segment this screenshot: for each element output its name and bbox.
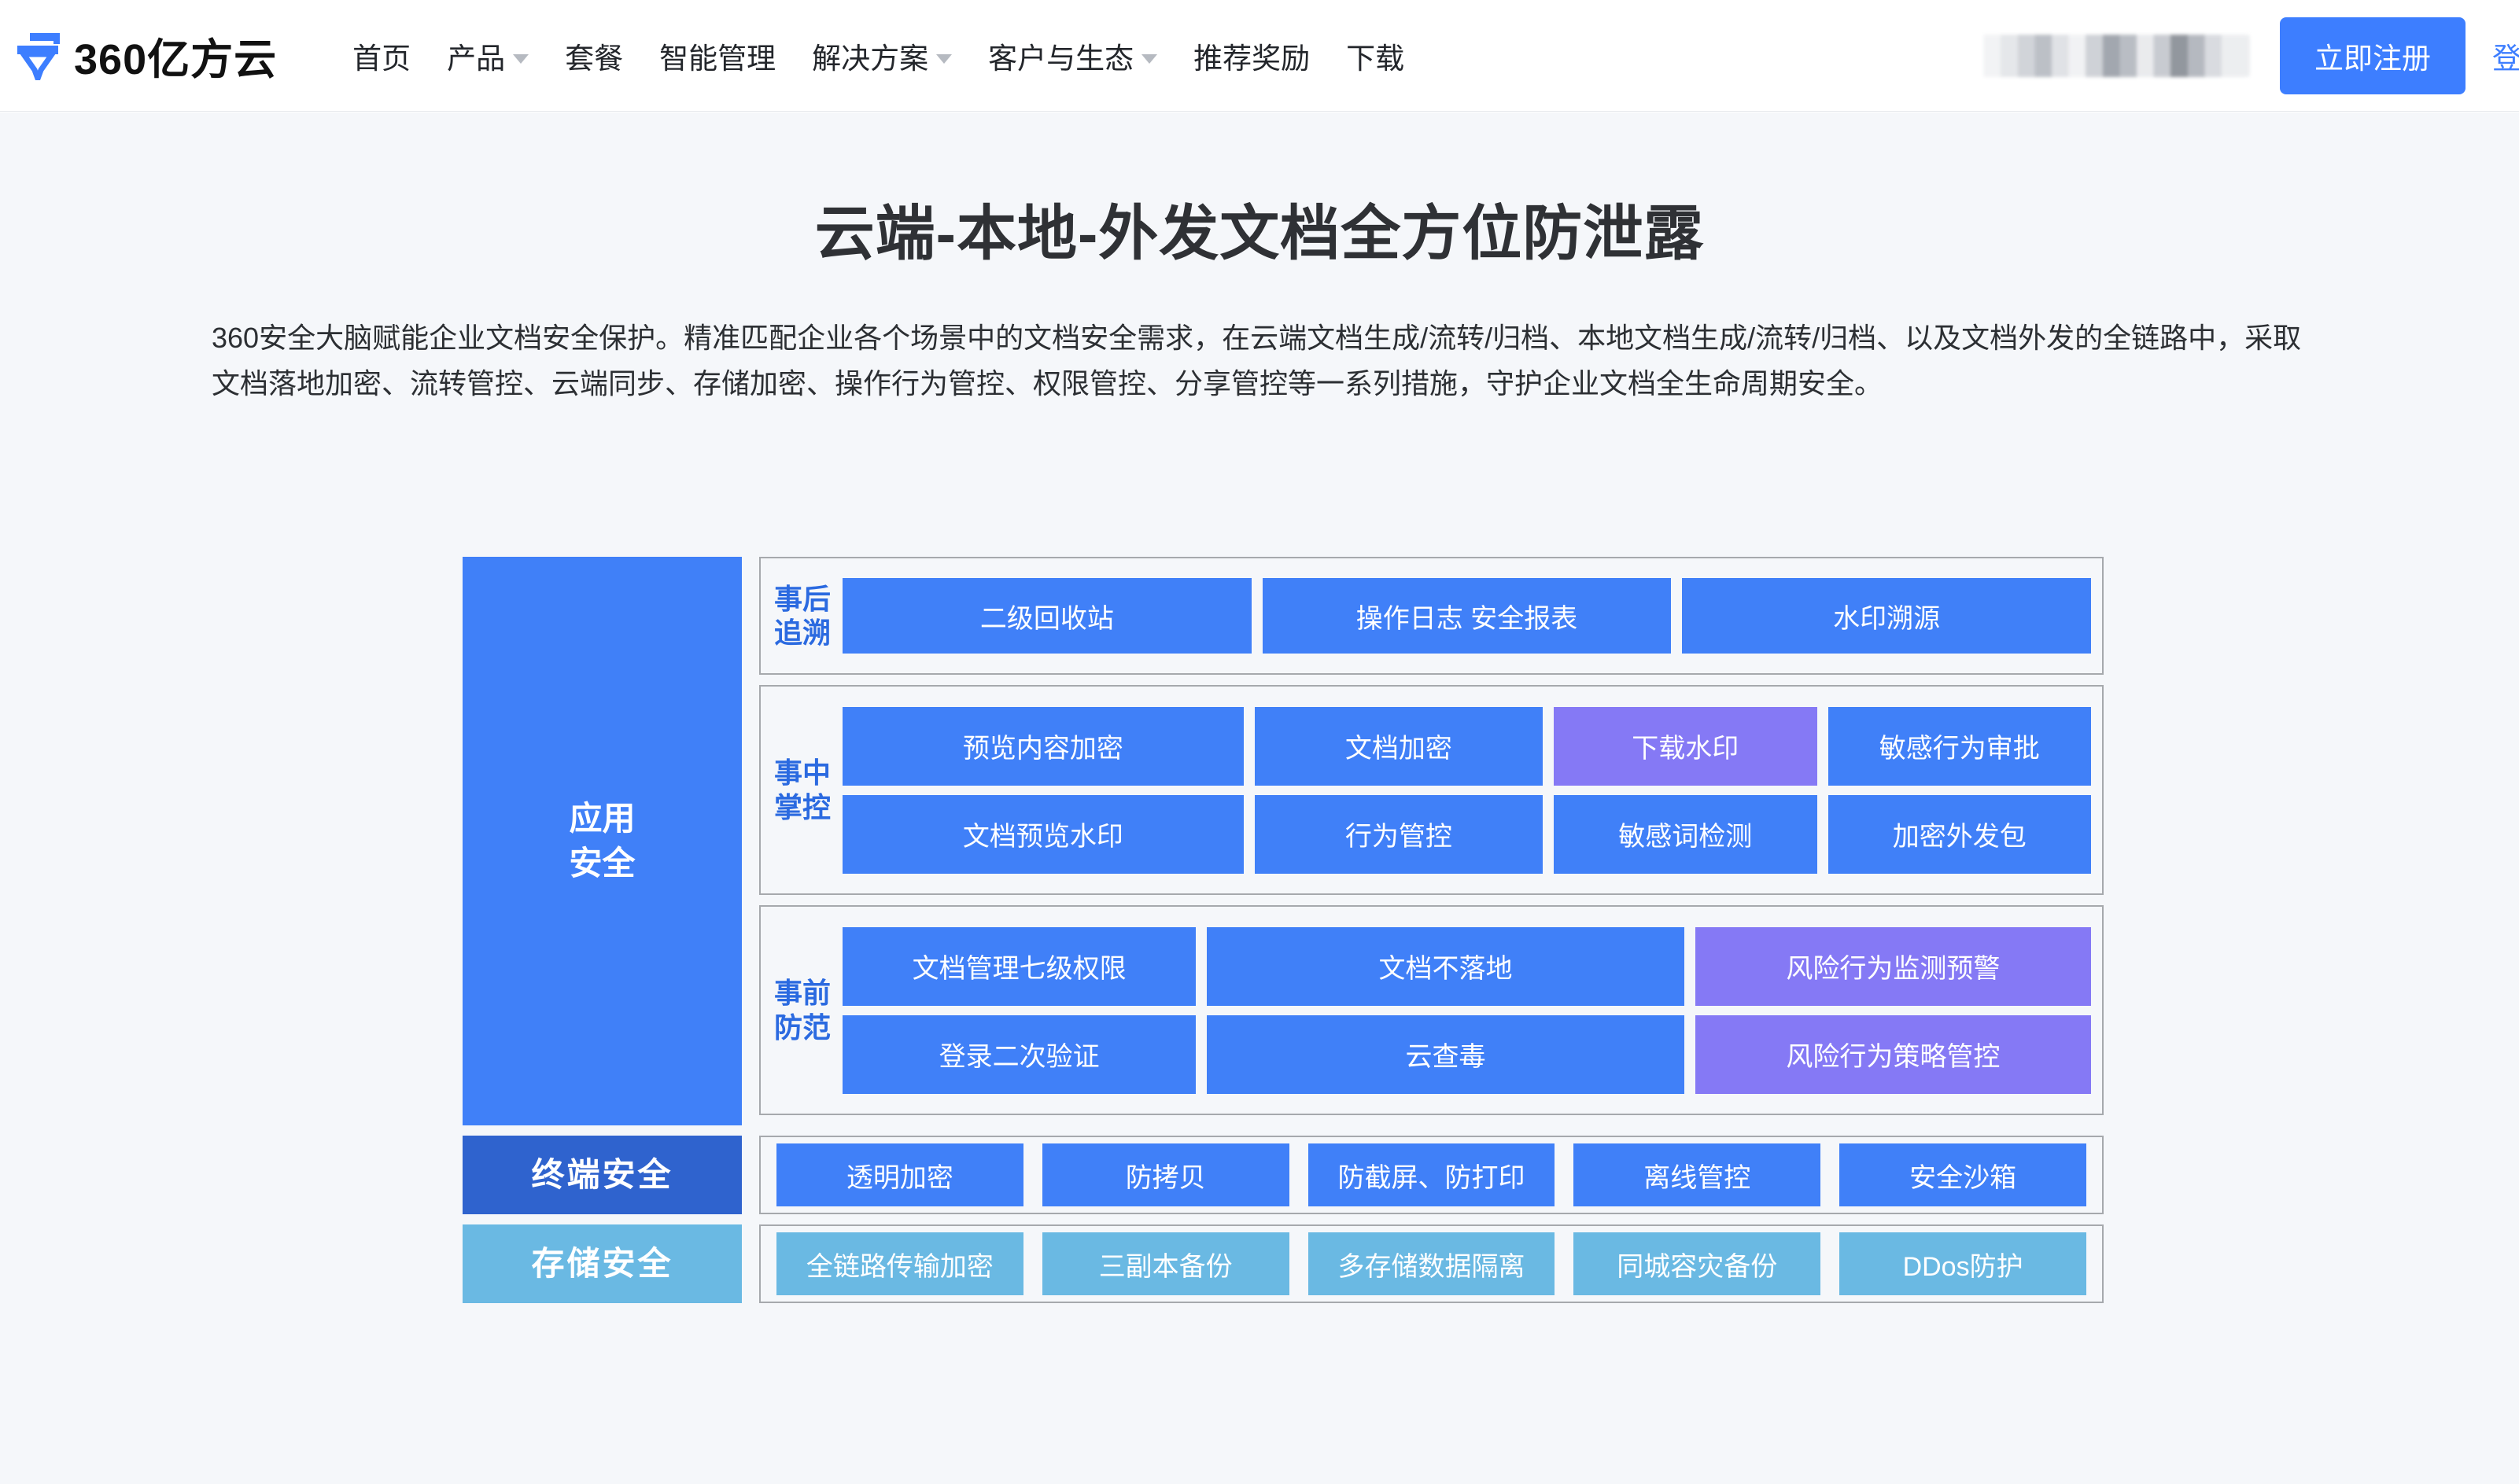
capability-tile[interactable]: 风险行为监测预警: [1695, 926, 2091, 1006]
capability-tile[interactable]: 安全沙箱: [1839, 1143, 2086, 1206]
chevron-down-icon: [1141, 53, 1158, 64]
page-title: 云端-本地-外发文档全方位防泄露: [814, 201, 1705, 267]
stage-panel-pre-incident-prevention: 事前 防范 文档管理七级权限 文档不落地 风险行为监测预警 登录二次验证 云查毒…: [759, 905, 2104, 1115]
signup-button[interactable]: 立即注册: [2280, 17, 2466, 94]
capability-tile[interactable]: 二级回收站: [843, 578, 1252, 654]
nav-item-label: 解决方案: [812, 42, 929, 75]
nav-item-label: 产品: [447, 42, 506, 75]
brand-wordmark: 360亿方云: [74, 36, 278, 83]
capability-tile[interactable]: 登录二次验证: [843, 1014, 1197, 1094]
stage-tile-row: 登录二次验证 云查毒 风险行为策略管控: [843, 1014, 2091, 1094]
stage-tile-grid: 预览内容加密 文档加密 下载水印 敏感行为审批 文档预览水印 行为管控 敏感词检…: [843, 706, 2091, 874]
stage-label-post-incident: 事后 追溯: [773, 582, 831, 649]
capability-tile[interactable]: 透明加密: [776, 1143, 1023, 1206]
endpoint-security-tiles-wrapper: 透明加密 防拷贝 防截屏、防打印 离线管控 安全沙箱: [759, 1136, 2104, 1214]
chevron-down-icon: [936, 53, 953, 64]
capability-tile[interactable]: 风险行为策略管控: [1695, 1014, 2091, 1094]
capability-tile[interactable]: 敏感词检测: [1554, 794, 1817, 874]
page-content: 云端-本地-外发文档全方位防泄露 360安全大脑赋能企业文档安全保护。精准匹配企…: [0, 112, 2519, 1484]
capability-tile[interactable]: 文档管理七级权限: [843, 926, 1197, 1006]
capability-tile[interactable]: 防拷贝: [1042, 1143, 1289, 1206]
capability-tile[interactable]: 文档不落地: [1207, 926, 1684, 1006]
category-storage-security: 存储安全: [463, 1224, 742, 1303]
nav-item-label: 客户与生态: [988, 42, 1134, 75]
diagram-row-application-security: 应用 安全 事后 追溯 二级回收站 操作日志 安全报表 水印溯源: [463, 557, 2104, 1125]
nav-right-actions: 立即注册 登录: [1967, 0, 2519, 112]
storage-security-tiles-wrapper: 全链路传输加密 三副本备份 多存储数据隔离 同城容灾备份 DDos防护: [759, 1224, 2104, 1303]
capability-tile[interactable]: DDos防护: [1839, 1232, 2086, 1295]
capability-tile[interactable]: 行为管控: [1254, 794, 1543, 874]
category-label: 应用 安全: [569, 799, 636, 882]
top-navigation-bar: 360亿方云 首页 产品 套餐 智能管理 解决方案 客户与生态 推荐奖励 下载: [0, 0, 2519, 112]
storage-security-panel: 全链路传输加密 三副本备份 多存储数据隔离 同城容灾备份 DDos防护: [759, 1224, 2104, 1303]
nav-item-products[interactable]: 产品: [447, 35, 529, 77]
stage-panel-post-incident: 事后 追溯 二级回收站 操作日志 安全报表 水印溯源: [759, 557, 2104, 675]
diagram-row-storage-security: 存储安全 全链路传输加密 三副本备份 多存储数据隔离 同城容灾备份 DDos防护: [463, 1224, 2104, 1303]
stage-panel-in-progress-control: 事中 掌控 预览内容加密 文档加密 下载水印 敏感行为审批 文档预览水印 行为管…: [759, 685, 2104, 895]
nav-item-label: 下载: [1346, 42, 1405, 75]
chevron-down-icon: [513, 53, 529, 64]
capability-tile[interactable]: 操作日志 安全报表: [1262, 578, 1672, 654]
stage-tile-grid: 文档管理七级权限 文档不落地 风险行为监测预警 登录二次验证 云查毒 风险行为策…: [843, 926, 2091, 1094]
capability-tile[interactable]: 同城容灾备份: [1573, 1232, 1821, 1295]
brand-logo[interactable]: 360亿方云: [14, 24, 277, 87]
nav-item-smart-management[interactable]: 智能管理: [659, 35, 776, 77]
stage-tile-grid: 二级回收站 操作日志 安全报表 水印溯源: [843, 578, 2092, 654]
capability-tile[interactable]: 水印溯源: [1682, 578, 2092, 654]
capability-tile[interactable]: 防截屏、防打印: [1307, 1143, 1555, 1206]
login-link[interactable]: 登录: [2492, 42, 2519, 75]
nav-menu: 首页 产品 套餐 智能管理 解决方案 客户与生态 推荐奖励 下载: [352, 35, 1404, 77]
nav-item-label: 首页: [352, 42, 411, 75]
nav-item-packages[interactable]: 套餐: [565, 35, 623, 77]
stage-label-in-progress-control: 事中 掌控: [773, 757, 831, 823]
capability-tile[interactable]: 加密外发包: [1827, 794, 2091, 874]
nav-item-home[interactable]: 首页: [352, 35, 411, 77]
capability-tile[interactable]: 云查毒: [1207, 1014, 1684, 1094]
capability-tile[interactable]: 文档加密: [1254, 706, 1543, 786]
nav-item-label: 推荐奖励: [1193, 42, 1311, 75]
security-capability-diagram: 应用 安全 事后 追溯 二级回收站 操作日志 安全报表 水印溯源: [463, 557, 2104, 1313]
nav-item-solutions[interactable]: 解决方案: [812, 35, 953, 77]
endpoint-security-panel: 透明加密 防拷贝 防截屏、防打印 离线管控 安全沙箱: [759, 1136, 2104, 1214]
storage-tile-row: 全链路传输加密 三副本备份 多存储数据隔离 同城容灾备份 DDos防护: [776, 1232, 2086, 1295]
capability-tile[interactable]: 敏感行为审批: [1827, 706, 2091, 786]
category-application-security: 应用 安全: [463, 557, 742, 1125]
yifangyun-logo-icon: [14, 31, 61, 87]
nav-item-label: 智能管理: [659, 42, 776, 75]
capability-tile[interactable]: 多存储数据隔离: [1307, 1232, 1555, 1295]
capability-tile[interactable]: 全链路传输加密: [776, 1232, 1023, 1295]
capability-tile[interactable]: 下载水印: [1554, 706, 1817, 786]
page-description: 360安全大脑赋能企业文档安全保护。精准匹配企业各个场景中的文档安全需求，在云端…: [212, 322, 2302, 400]
endpoint-tile-row: 透明加密 防拷贝 防截屏、防打印 离线管控 安全沙箱: [776, 1143, 2086, 1206]
capability-tile[interactable]: 三副本备份: [1042, 1232, 1289, 1295]
stage-label-pre-incident-prevention: 事前 防范: [773, 977, 831, 1044]
stage-tile-row: 二级回收站 操作日志 安全报表 水印溯源: [843, 578, 2092, 654]
capability-tile[interactable]: 文档预览水印: [843, 794, 1244, 874]
capability-tile[interactable]: 预览内容加密: [843, 706, 1244, 786]
capability-tile[interactable]: 离线管控: [1573, 1143, 1821, 1206]
nav-item-customers-ecosystem[interactable]: 客户与生态: [988, 35, 1158, 77]
blurred-account-region: [1967, 35, 2250, 77]
category-endpoint-security: 终端安全: [463, 1136, 742, 1214]
nav-item-download[interactable]: 下载: [1346, 35, 1404, 77]
stage-tile-row: 文档管理七级权限 文档不落地 风险行为监测预警: [843, 926, 2091, 1006]
stage-tile-row: 预览内容加密 文档加密 下载水印 敏感行为审批: [843, 706, 2091, 786]
stage-tile-row: 文档预览水印 行为管控 敏感词检测 加密外发包: [843, 794, 2091, 874]
diagram-row-endpoint-security: 终端安全 透明加密 防拷贝 防截屏、防打印 离线管控 安全沙箱: [463, 1136, 2104, 1214]
application-security-stages: 事后 追溯 二级回收站 操作日志 安全报表 水印溯源 事中: [759, 557, 2104, 1125]
nav-item-referral-rewards[interactable]: 推荐奖励: [1193, 35, 1310, 77]
nav-item-label: 套餐: [565, 42, 624, 75]
